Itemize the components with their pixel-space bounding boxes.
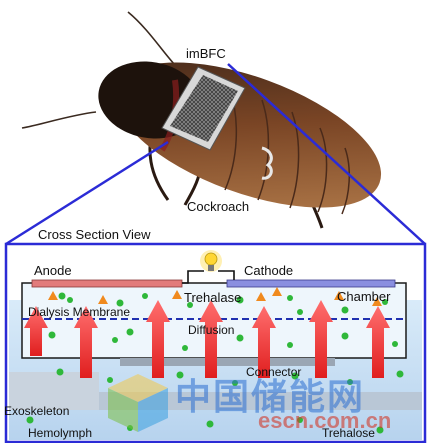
diffusion-label: Diffusion <box>188 323 235 337</box>
diffusion-arrow <box>24 306 48 356</box>
hemolymph-label: Hemolymph <box>28 426 93 440</box>
cathode-label: Cathode <box>244 263 294 278</box>
anode-label: Anode <box>34 263 72 278</box>
zoom-lines <box>5 63 426 246</box>
trehalase-label: Trehalase <box>184 290 242 305</box>
cathode-electrode <box>226 279 396 288</box>
cockroach-label: Cockroach <box>187 199 250 214</box>
diffusion-arrows <box>24 300 390 378</box>
trehalose-molecules <box>26 292 404 434</box>
connector-label: Connector <box>246 365 302 379</box>
circuit-wire <box>182 270 235 284</box>
cross-section-frame <box>4 242 427 443</box>
watermark-cn-text: 中国储能网 <box>175 376 366 417</box>
watermark-logo-icon <box>98 368 178 434</box>
imbfc-label: imBFC <box>186 46 226 61</box>
dialysis-membrane-label: Dialysis Membrane <box>28 305 131 319</box>
watermark-url-text: escn.com.cn <box>258 408 392 433</box>
connector-bar <box>120 358 335 366</box>
exoskeleton-left <box>9 372 99 410</box>
trehalose-label: Trehalose <box>322 426 375 440</box>
diffusion-arrow <box>252 306 276 378</box>
diffusion-arrow <box>74 306 98 378</box>
exoskeleton-label: Exoskeleton <box>4 404 70 418</box>
chamber-label: Chamber <box>337 289 391 304</box>
diffusion-arrow <box>366 306 390 378</box>
trehalase-enzymes <box>48 287 382 306</box>
diffusion-arrow <box>309 300 333 378</box>
imbfc-device <box>161 66 246 151</box>
anode-electrode <box>31 279 183 288</box>
diffusion-arrow <box>146 300 170 378</box>
cross-section-label: Cross Section View <box>38 227 151 242</box>
light-bulb-icon <box>200 250 222 272</box>
diffusion-arrow <box>199 300 223 378</box>
